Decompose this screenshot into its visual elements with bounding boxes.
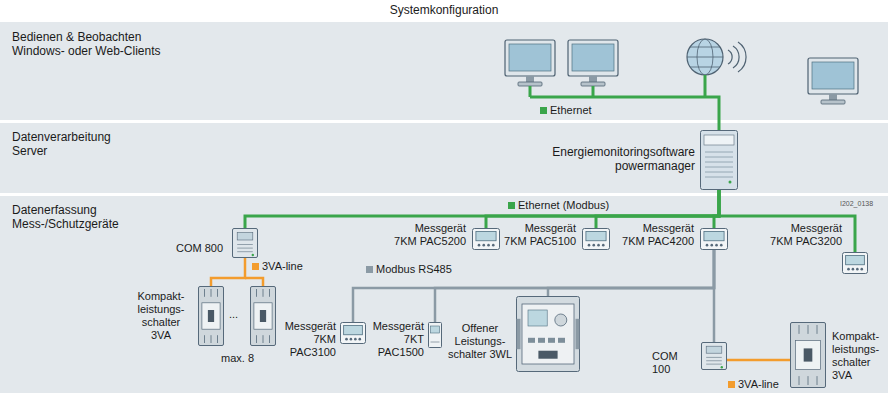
device-label: Kompakt- leistungs- schalter 3VA xyxy=(132,290,190,342)
device-label: Messgerät 7KM PAC4200 xyxy=(618,222,694,248)
meter-icon xyxy=(340,322,366,344)
layer-label: Datenerfassung Mess-/Schutzgeräte xyxy=(12,203,132,231)
bus-line xyxy=(719,190,855,252)
line-label: ... xyxy=(229,308,238,321)
layer-label: Bedienen & Beobachten Windows- oder Web-… xyxy=(12,30,177,58)
device-label: Messgerät 7KM PAC3100 xyxy=(280,320,336,359)
meter-icon xyxy=(472,228,500,250)
meter-icon xyxy=(582,228,610,250)
line-label: max. 8 xyxy=(221,352,254,365)
bus-line xyxy=(727,359,790,362)
meter-icon xyxy=(700,228,728,250)
device-label: COM 800 xyxy=(176,242,228,255)
layer-label: Datenverarbeitung Server xyxy=(12,130,132,158)
layer-band: Datenverarbeitung ServerEnergiemonitorin… xyxy=(0,123,888,193)
com-icon xyxy=(232,228,258,258)
bus-line xyxy=(596,190,719,228)
device-label: COM 100 xyxy=(652,350,698,376)
line-label: 3VA-line xyxy=(262,260,303,273)
bus-line xyxy=(486,190,719,228)
bus-line xyxy=(245,190,719,228)
line-label: 3VA-line xyxy=(738,378,779,391)
bus-line xyxy=(211,258,245,286)
device-label: Messgerät 7KM PAC5100 xyxy=(500,222,576,248)
din-icon xyxy=(428,322,442,348)
gateway-box: COM 100 xyxy=(650,340,730,377)
bus-line xyxy=(713,250,716,342)
device-label: Energiemonitoringsoftware powermanager xyxy=(530,145,695,173)
breaker-box: Offener Leistungs- schalter 3WL xyxy=(444,294,582,374)
breaker-icon xyxy=(198,286,224,346)
line-label: Ethernet xyxy=(550,104,592,117)
device-label: Messgerät 7KT PAC1500 xyxy=(368,320,424,359)
wl-icon xyxy=(516,296,580,372)
device-label: Messgerät 7KM PAC3200 xyxy=(766,222,842,248)
meter-box: Messgerät 7KM PAC4200 xyxy=(616,222,730,252)
device-label: Kompakt- leistungs- schalter 3VA xyxy=(832,330,884,382)
layer-band: Bedienen & Beobachten Windows- oder Web-… xyxy=(0,22,888,120)
meter-icon xyxy=(842,252,868,274)
breaker-box: Kompakt- leistungs- schalter 3VA xyxy=(132,284,278,350)
device-label: Offener Leistungs- schalter 3WL xyxy=(446,322,514,361)
breaker-box: Kompakt- leistungs- schalter 3VA xyxy=(788,320,886,390)
line-label: I202_0138 xyxy=(840,199,873,208)
com-icon xyxy=(701,342,727,370)
meter-box: Messgerät 7KM PAC3200 xyxy=(764,220,870,278)
bus-line xyxy=(435,250,714,322)
line-label: Modbus RS485 xyxy=(376,263,452,276)
diagram-title: Systemkonfiguration xyxy=(0,3,888,17)
meter-box: Messgerät 7KT PAC1500 xyxy=(366,318,444,362)
server-icon xyxy=(700,130,738,190)
line-label: Ethernet (Modbus) xyxy=(518,199,609,212)
server-box: Energiemonitoringsoftware powermanager xyxy=(525,128,741,192)
device-label: Messgerät 7KM PAC5200 xyxy=(390,222,466,248)
bus-line xyxy=(353,250,714,322)
meter-box: Messgerät 7KM PAC5200 xyxy=(388,222,502,252)
layer-band: Datenerfassung Mess-/SchutzgeräteCOM 800… xyxy=(0,196,888,393)
breaker-icon xyxy=(790,322,826,388)
breaker-icon xyxy=(250,286,276,346)
meter-box: Messgerät 7KM PAC3100 xyxy=(278,318,368,362)
bus-line xyxy=(548,250,714,296)
gateway-box: COM 800 xyxy=(172,226,262,260)
meter-box: Messgerät 7KM PAC5100 xyxy=(498,222,612,252)
